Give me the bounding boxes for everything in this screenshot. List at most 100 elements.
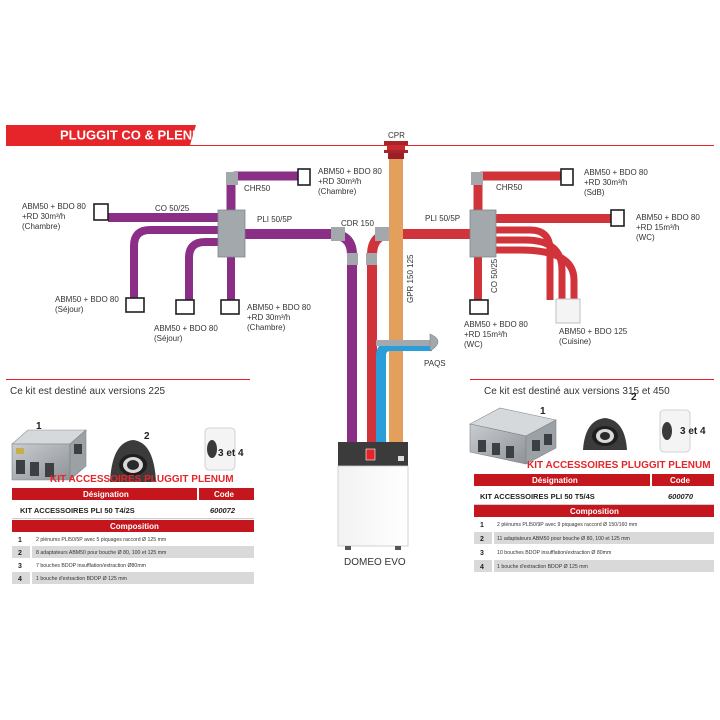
label-cuisine: ABM50 + BDO 125 (Cuisine) — [559, 327, 628, 346]
svg-text:(Chambre): (Chambre) — [22, 222, 61, 231]
adapter-image — [583, 418, 627, 450]
table-row: 1 2 plénums PLI50/5P avec 5 piquages rac… — [12, 533, 254, 545]
svg-text:1: 1 — [18, 537, 22, 544]
svg-text:+RD 30m³/h: +RD 30m³/h — [22, 212, 65, 221]
label-sdb: ABM50 + BDO 80 +RD 30m³/h (SdB) — [584, 168, 648, 197]
svg-text:+RD 30m³/h: +RD 30m³/h — [318, 177, 361, 186]
kit-right-designation: KIT ACCESSOIRES PLI 50 T5/4S — [480, 492, 595, 501]
table-row: 2 11 adaptateurs ABM50 pour bouche Ø 80,… — [474, 532, 714, 544]
item-number-3-4: 3 et 4 — [218, 448, 244, 459]
outlet-chambre-left — [93, 203, 109, 221]
outlet-cuisine — [555, 298, 581, 324]
plenum-box-image — [11, 429, 87, 481]
kit-right-code: 600070 — [668, 492, 694, 501]
table-row: 3 10 bouches BDOP insufflation/extractio… — [474, 546, 714, 558]
right-cdr-elbow — [375, 227, 389, 241]
outlet-chambre-top — [297, 168, 311, 186]
outlet-wc-right — [610, 209, 625, 227]
page-title: PLUGGIT CO & PLENUM — [60, 128, 212, 143]
svg-text:ABM50 + BDO 80: ABM50 + BDO 80 — [247, 303, 311, 312]
svg-text:+RD 15m³/h: +RD 15m³/h — [636, 223, 679, 232]
svg-text:8 adaptateurs ABM50 pour bouch: 8 adaptateurs ABM50 pour bouche Ø 80, 10… — [36, 550, 166, 556]
svg-text:ABM50 + BDO 80: ABM50 + BDO 80 — [22, 202, 86, 211]
svg-text:7 bouches BDOP insufflation/ex: 7 bouches BDOP insufflation/extraction Ø… — [36, 563, 146, 569]
paqs-duct — [376, 333, 439, 442]
outlet-group — [93, 168, 625, 324]
label-chambre-bottom: ABM50 + BDO 80 +RD 30m³/h (Chambre) — [247, 303, 311, 332]
svg-text:ABM50 + BDO 125: ABM50 + BDO 125 — [559, 327, 628, 336]
left-fittings — [217, 172, 358, 265]
svg-text:+RD 30m³/h: +RD 30m³/h — [247, 313, 290, 322]
svg-text:2 plénums PLI50/9P avec 9 piqu: 2 plénums PLI50/9P avec 9 piquages racco… — [497, 522, 637, 528]
roof-cap-cpr — [384, 141, 408, 159]
right-chr-label: CHR50 — [496, 183, 523, 192]
svg-text:4: 4 — [480, 564, 484, 571]
svg-text:ABM50 + BDO 80: ABM50 + BDO 80 — [318, 167, 382, 176]
svg-text:(Chambre): (Chambre) — [318, 187, 357, 196]
outlet-wc-bottom — [469, 299, 489, 315]
svg-text:3: 3 — [480, 550, 484, 557]
left-chr-label: CHR50 — [244, 184, 271, 193]
kit-right-title: KIT ACCESSOIRES PLUGGIT PLENUM — [527, 460, 711, 471]
svg-text:2: 2 — [18, 550, 22, 557]
right-fittings — [366, 172, 497, 265]
svg-text:(Chambre): (Chambre) — [247, 323, 286, 332]
plenum-box-image — [469, 407, 557, 465]
left-co-label: CO 50/25 — [155, 204, 190, 213]
svg-text:ABM50 + BDO 80: ABM50 + BDO 80 — [636, 213, 700, 222]
kit-left-title: KIT ACCESSOIRES PLUGGIT PLENUM — [50, 474, 234, 485]
label-chambre-left: ABM50 + BDO 80 +RD 30m³/h (Chambre) — [22, 202, 86, 231]
left-chr-elbow — [226, 172, 238, 185]
svg-text:1 bouche d'extraction BDOP Ø 1: 1 bouche d'extraction BDOP Ø 125 mm — [36, 576, 127, 582]
kit-left-designation: KIT ACCESSOIRES PLI 50 T4/2S — [20, 506, 135, 515]
svg-text:2 plénums PLI50/5P avec 5 piqu: 2 plénums PLI50/5P avec 5 piquages racco… — [36, 537, 166, 543]
right-co-label: CO 50/25 — [490, 258, 499, 293]
svg-text:1: 1 — [480, 522, 484, 529]
item-number-1: 1 — [540, 406, 546, 417]
svg-text:ABM50 + BDO 80: ABM50 + BDO 80 — [584, 168, 648, 177]
composition-header: Composition — [110, 522, 159, 531]
label-chambre-top: ABM50 + BDO 80 +RD 30m³/h (Chambre) — [318, 167, 382, 196]
outlet-sdb — [560, 168, 574, 186]
svg-text:3: 3 — [18, 563, 22, 570]
cdr-label: CDR 150 — [341, 219, 374, 228]
grille-image — [659, 409, 691, 453]
kit-left-section: Ce kit est destiné aux versions 225 1 2 … — [6, 379, 254, 584]
outlet-sejour-2 — [175, 299, 195, 315]
item-number-3-4: 3 et 4 — [680, 426, 706, 437]
outlet-chambre-bottom — [220, 299, 240, 315]
item-number-1: 1 — [36, 421, 42, 432]
left-pli-label: PLI 50/5P — [257, 215, 292, 224]
title-banner: PLUGGIT CO & PLENUM — [6, 125, 212, 145]
svg-text:2: 2 — [480, 536, 484, 543]
left-plenum-box — [217, 209, 246, 258]
svg-text:(SdB): (SdB) — [584, 188, 605, 197]
table-row: 3 7 bouches BDOP insufflation/extraction… — [12, 559, 254, 571]
cpr-label: CPR — [388, 131, 405, 140]
kit-right-intro: Ce kit est destiné aux versions 315 et 4… — [484, 386, 670, 397]
svg-text:(Séjour): (Séjour) — [55, 305, 84, 314]
kit-right-section: Ce kit est destiné aux versions 315 et 4… — [469, 379, 714, 572]
item-number-2: 2 — [144, 431, 150, 442]
svg-text:+RD 15m³/h: +RD 15m³/h — [464, 330, 507, 339]
svg-text:(Séjour): (Séjour) — [154, 334, 183, 343]
right-chr-elbow — [471, 172, 483, 185]
kit-left-intro: Ce kit est destiné aux versions 225 — [10, 386, 166, 397]
grille-image — [204, 427, 236, 471]
right-plenum-box — [469, 209, 497, 258]
item-number-2: 2 — [631, 392, 637, 403]
label-wc-bottom: ABM50 + BDO 80 +RD 15m³/h (WC) — [464, 320, 528, 349]
gpr-duct — [389, 159, 403, 442]
svg-text:ABM50 + BDO 80: ABM50 + BDO 80 — [55, 295, 119, 304]
label-wc-right: ABM50 + BDO 80 +RD 15m³/h (WC) — [636, 213, 700, 242]
svg-text:ABM50 + BDO 80: ABM50 + BDO 80 — [464, 320, 528, 329]
table-header-designation: Désignation — [83, 490, 129, 499]
svg-text:1 bouche d'extraction BDOP Ø 1: 1 bouche d'extraction BDOP Ø 125 mm — [497, 564, 588, 570]
svg-text:10 bouches BDOP insufflation/e: 10 bouches BDOP insufflation/extraction … — [497, 550, 611, 556]
svg-text:(Cuisine): (Cuisine) — [559, 337, 591, 346]
table-header-designation: Désignation — [532, 476, 578, 485]
kit-left-code: 600072 — [210, 506, 236, 515]
table-header-code: Code — [670, 476, 691, 485]
svg-text:+RD 30m³/h: +RD 30m³/h — [584, 178, 627, 187]
